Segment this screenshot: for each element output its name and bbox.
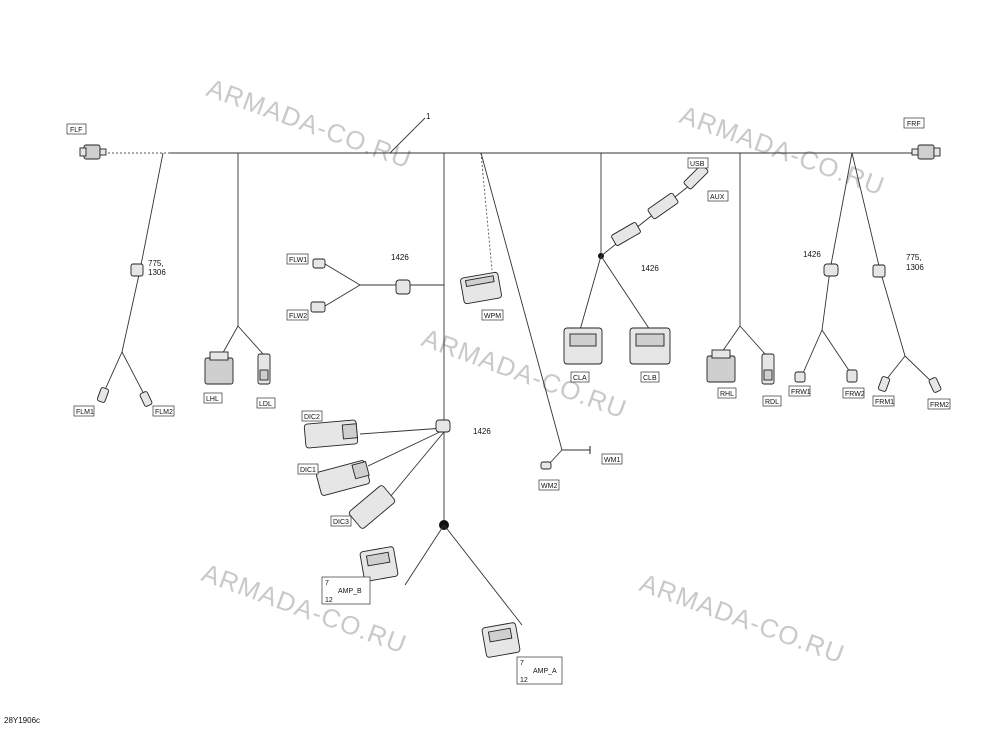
harness-number: 1	[426, 112, 431, 121]
frw2-label: FRW2	[845, 391, 865, 398]
frm-ref-1306: 1306	[906, 263, 924, 272]
flm-branch	[96, 152, 164, 407]
frw1-label: FRW1	[791, 389, 811, 396]
rhl-rdl-branch	[706, 153, 775, 385]
wm-branch	[480, 152, 591, 470]
wm2-label: WM2	[541, 483, 557, 490]
frm2-label: FRM2	[930, 402, 949, 409]
cl-ref-1426: 1426	[641, 264, 659, 273]
dic3-label: DIC3	[333, 519, 349, 526]
wpm-label: WPM	[484, 313, 501, 320]
central-trunk	[404, 153, 523, 626]
watermark-2: ARMADA-CO.RU	[676, 99, 889, 201]
main-trunk	[100, 117, 918, 154]
dic-branch	[303, 419, 451, 529]
lhl-label: LHL	[206, 396, 219, 403]
amp-b-pin-12: 12	[325, 597, 333, 604]
wm1-label: WM1	[604, 457, 620, 464]
frm1-label: FRM1	[875, 399, 894, 406]
amp-a-label: AMP_A	[533, 668, 557, 675]
watermarks: ARMADA-CO.RU ARMADA-CO.RU ARMADA-CO.RU A…	[198, 72, 889, 669]
usb-label: USB	[690, 161, 705, 168]
flf-label: FLF	[70, 127, 82, 134]
amp-a-pin-12: 12	[520, 677, 528, 684]
wpm-branch	[460, 152, 502, 305]
flw2-label: FLW2	[289, 313, 307, 320]
amp-b-pin-7: 7	[325, 580, 329, 587]
flw1-label: FLW1	[289, 257, 307, 264]
dic2-label: DIC2	[304, 414, 320, 421]
frm-ref-775: 775,	[906, 253, 922, 262]
flm2-label: FLM2	[155, 409, 173, 416]
flw-branch	[310, 258, 444, 313]
frw-branch	[794, 152, 858, 383]
watermark-1: ARMADA-CO.RU	[203, 72, 416, 174]
frw-ref-1426: 1426	[803, 250, 821, 259]
dic-ref-1426: 1426	[473, 427, 491, 436]
flf-connector	[79, 144, 107, 160]
dic1-label: DIC1	[300, 467, 316, 474]
aux-label: AUX	[710, 194, 725, 201]
rdl-label: RDL	[765, 399, 779, 406]
frf-label: FRF	[907, 121, 921, 128]
flm-ref-1306: 1306	[148, 268, 166, 277]
frm-branch	[851, 152, 942, 393]
rhl-label: RHL	[720, 391, 734, 398]
amp-a-connector	[481, 622, 521, 658]
flw-ref-1426: 1426	[391, 253, 409, 262]
amp-b-connector	[359, 546, 399, 582]
drawing-code: 28Y1906c	[4, 716, 40, 725]
amp-a-pin-7: 7	[520, 660, 524, 667]
watermark-5: ARMADA-CO.RU	[636, 567, 849, 669]
frf-connector	[911, 144, 941, 160]
ldl-label: LDL	[259, 401, 272, 408]
cl-usb-branch	[563, 153, 709, 365]
clb-label: CLB	[643, 375, 657, 382]
flm-ref-775: 775,	[148, 259, 164, 268]
flm1-label: FLM1	[76, 409, 94, 416]
cla-label: CLA	[573, 375, 587, 382]
lhl-ldl-branch	[204, 153, 271, 385]
amp-b-label: AMP_B	[338, 588, 362, 595]
